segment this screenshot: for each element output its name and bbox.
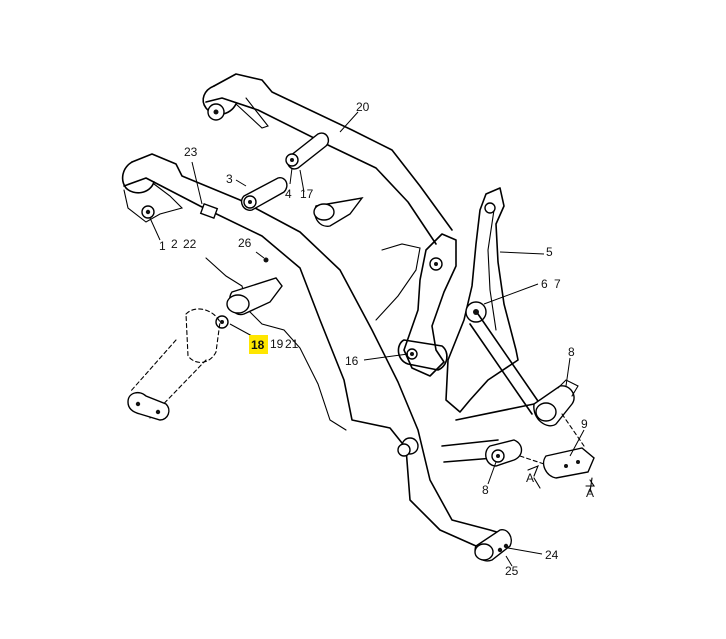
callout-25: 25 xyxy=(505,564,519,578)
callout-17: 17 xyxy=(300,187,314,201)
callout-8-lower: 8 xyxy=(482,483,489,497)
callout-1: 1 xyxy=(159,239,166,253)
pivot-pins xyxy=(199,132,364,329)
callout-9: 9 xyxy=(581,417,588,431)
callout-labels: 20 23 3 4 17 1 2 22 26 5 6 7 18 19 21 16… xyxy=(159,100,594,578)
callout-16: 16 xyxy=(345,354,359,368)
bucket-hinge xyxy=(397,437,512,562)
callout-24: 24 xyxy=(545,548,559,562)
callout-8-upper: 8 xyxy=(568,345,575,359)
callout-18-highlight xyxy=(249,335,268,354)
section-arrows xyxy=(527,465,596,487)
callout-5: 5 xyxy=(546,245,553,259)
section-label-a-right: A xyxy=(586,486,594,500)
callout-18: 18 xyxy=(251,338,265,352)
lift-cylinder xyxy=(127,308,221,421)
callout-21: 21 xyxy=(285,337,299,351)
leader-lines xyxy=(149,111,585,567)
upper-boom-arm xyxy=(202,73,453,245)
tilt-bellcrank xyxy=(375,187,519,413)
section-label-a-left: A xyxy=(526,471,534,485)
callout-3: 3 xyxy=(226,172,233,186)
callout-4: 4 xyxy=(285,187,292,201)
callout-7: 7 xyxy=(554,277,561,291)
callout-19: 19 xyxy=(270,337,284,351)
callout-23: 23 xyxy=(184,145,198,159)
callout-26: 26 xyxy=(238,236,252,250)
callout-6: 6 xyxy=(541,277,548,291)
callout-20: 20 xyxy=(356,100,370,114)
callout-22: 22 xyxy=(183,237,197,251)
callout-2: 2 xyxy=(171,237,178,251)
tilt-links xyxy=(441,313,595,493)
